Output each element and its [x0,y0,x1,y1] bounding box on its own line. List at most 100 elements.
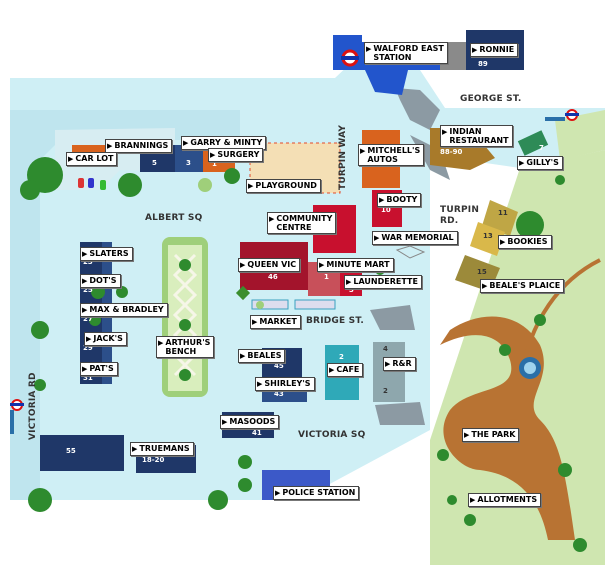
arrow-right-icon: ▶ [132,445,138,453]
label-shirleys[interactable]: ▶SHIRLEY'S [255,377,315,391]
brannings-number-5: 5 [152,159,157,167]
arrow-right-icon: ▶ [240,352,246,360]
label-text: QUEEN VIC [247,260,297,269]
label-allotments[interactable]: ▶ALLOTMENTS [468,493,542,507]
arrow-right-icon: ▶ [82,250,88,258]
label-surgery[interactable]: ▶SURGERY [208,148,264,162]
arrow-right-icon: ▶ [107,142,113,150]
arrow-right-icon: ▶ [158,339,164,347]
minute-mart-number: 1 [324,273,329,281]
arrow-right-icon: ▶ [319,261,325,269]
label-text: COMMUNITY [276,214,333,223]
label-dots[interactable]: ▶DOT'S [80,274,121,288]
arrow-right-icon: ▶ [470,496,476,504]
arrow-right-icon: ▶ [519,159,525,167]
label-cafe[interactable]: ▶CAFE [327,363,364,377]
label-text: ARTHUR'S [165,338,211,347]
arrow-right-icon: ▶ [366,45,372,53]
shirleys-number: 43 [274,390,284,398]
label-text: MASOODS [229,417,276,426]
label-launderette[interactable]: ▶LAUNDERETTE [344,275,422,289]
pats-number: 31 [83,374,93,382]
label-queen-vic[interactable]: ▶QUEEN VIC [238,258,301,272]
arrow-right-icon: ▶ [252,318,258,326]
arrow-right-icon: ▶ [385,360,391,368]
label-masoods[interactable]: ▶MASOODS [220,415,280,429]
label-text: ALLOTMENTS [477,495,538,504]
arrow-right-icon: ▶ [82,277,88,285]
label-jacks[interactable]: ▶JACK'S [84,332,127,346]
arrow-right-icon: ▶ [472,46,478,54]
label-beales-plaice[interactable]: ▶BEALE'S PLAICE [480,279,565,293]
label-text: GILLY'S [526,158,559,167]
label-the-park[interactable]: ▶THE PARK [462,428,520,442]
car-icon [78,178,84,188]
label-booty[interactable]: ▶BOOTY [377,193,422,207]
label-text: AUTOS [367,155,398,164]
label-max-bradley[interactable]: ▶MAX & BRADLEY [80,303,168,317]
number-15: 15 [477,268,487,276]
street-albert-sq: ALBERT SQ [145,213,203,223]
label-gillys[interactable]: ▶GILLY'S [517,156,563,170]
label-truemans[interactable]: ▶TRUEMANS [130,442,194,456]
label-text: BEALE'S PLAICE [489,281,561,290]
label-minute-mart[interactable]: ▶MINUTE MART [317,258,394,272]
launderette-number: 3 [349,286,354,294]
label-text: MAX & BRADLEY [89,305,164,314]
arrow-right-icon: ▶ [269,215,275,223]
label-car-lot[interactable]: ▶CAR LOT [66,152,118,166]
label-text: JACK'S [93,334,123,343]
label-text: WAR MEMORIAL [381,233,454,242]
label-text: BEALES [247,351,282,360]
label-rr[interactable]: ▶R&R [383,357,416,371]
arrow-right-icon: ▶ [240,261,246,269]
label-text: SURGERY [217,150,260,159]
brannings-number-3: 3 [186,159,191,167]
label-pats[interactable]: ▶PAT'S [80,362,118,376]
arrow-right-icon: ▶ [360,147,366,155]
label-bookies[interactable]: ▶BOOKIES [498,235,552,249]
label-beales[interactable]: ▶BEALES [238,349,286,363]
truemans-number: 18-20 [142,456,165,464]
label-war-memorial[interactable]: ▶WAR MEMORIAL [372,231,458,245]
label-playground[interactable]: ▶PLAYGROUND [246,179,321,193]
arrow-right-icon: ▶ [275,489,281,497]
victoria-55-number: 55 [66,447,76,455]
label-text: MITCHELL'S [367,146,421,155]
label-text: RONNIE [479,45,515,54]
street-turpin-rd: TURPIN RD. [440,205,480,226]
rr-building [373,342,405,402]
jacks-number: 29 [83,344,93,352]
label-ronnie[interactable]: ▶RONNIE [470,43,519,57]
bookies-building [470,222,505,256]
max-bradley-number: 27 [83,315,93,323]
label-police-station[interactable]: ▶POLICE STATION [273,486,360,500]
number-13: 13 [483,232,493,240]
dots-number: 25 [83,286,93,294]
label-text: BRANNINGS [114,141,169,150]
label-market[interactable]: ▶MARKET [250,315,301,329]
label-text: WALFORD EAST [373,44,444,53]
label-text: LAUNDERETTE [353,277,418,286]
street-victoria-sq: VICTORIA SQ [298,430,366,440]
label-text: TRUEMANS [139,444,190,453]
label-text: R&R [392,359,412,368]
label-text: CENTRE [276,223,312,232]
arrow-right-icon: ▶ [500,238,506,246]
label-brannings[interactable]: ▶BRANNINGS [105,139,173,153]
number-11: 11 [498,209,508,217]
label-text: PAT'S [89,364,114,373]
arrow-right-icon: ▶ [329,366,335,374]
indian-number: 88-90 [440,148,463,156]
label-text: THE PARK [471,430,516,439]
street-victoria-rd: VICTORIA RD [28,372,38,440]
arrow-right-icon: ▶ [257,380,263,388]
label-slaters[interactable]: ▶SLATERS [80,247,133,261]
arrow-right-icon: ▶ [82,365,88,373]
